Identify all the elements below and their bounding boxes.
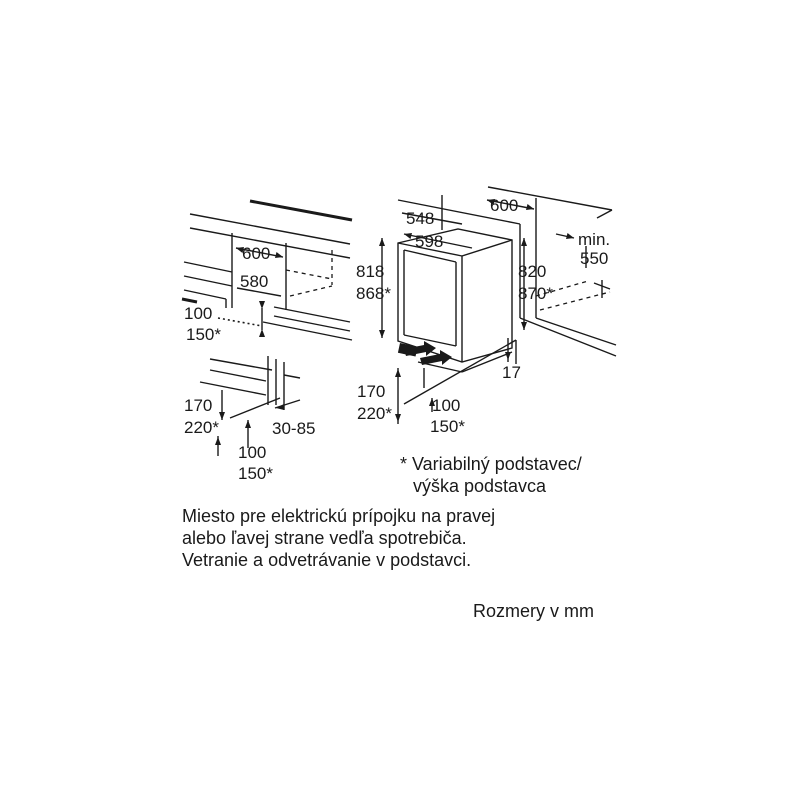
footnote-line-2: výška podstavca xyxy=(413,476,547,496)
right-plinth-vent-label-1: 100 xyxy=(432,396,460,415)
countertop-front-top xyxy=(189,213,351,245)
plinth-detail-right xyxy=(283,374,301,379)
right-appliance-width-label: 598 xyxy=(415,232,443,251)
dim-600-line xyxy=(235,247,284,258)
niche-floor-right xyxy=(535,317,617,346)
footnote-line-1: * Variabilný podstavec/ xyxy=(400,454,582,474)
plinth-depth-leader xyxy=(229,397,281,419)
plinth-front-line xyxy=(417,361,463,373)
air-flow-arrow-out xyxy=(420,350,452,365)
right-offset-label: 17 xyxy=(502,363,521,382)
dim-niche-600-arrow-r xyxy=(526,204,534,210)
left-niche-drawing: 600 580 100 150* xyxy=(181,199,353,483)
dim-600-arrow-left xyxy=(236,247,244,253)
units-note: Rozmery v mm xyxy=(473,601,594,621)
cabinet-left-low xyxy=(183,289,227,300)
dim-niche-600-line xyxy=(486,199,535,210)
niche-back-top xyxy=(285,269,333,280)
left-plinth-depth-label: 30-85 xyxy=(272,419,315,438)
niche-back-diag xyxy=(535,280,589,297)
dim-niche-height-arrow-top xyxy=(521,238,527,246)
dim-niche-height-arrow-bottom xyxy=(521,322,527,330)
plinth-detail-upper xyxy=(209,369,267,382)
plinth-vent-arrow-top xyxy=(259,301,265,309)
right-min-depth-label-2: 550 xyxy=(580,249,608,268)
left-niche-width-inner-label: 580 xyxy=(240,272,268,291)
dim-plinth-height-arrow-top xyxy=(395,369,401,377)
countertop-edge xyxy=(249,199,353,222)
appliance-door-top xyxy=(403,249,457,263)
right-niche-width-label: 600 xyxy=(490,196,518,215)
dim-appliance-height-arrow-top xyxy=(379,238,385,246)
dim-plinth-leader xyxy=(403,339,517,405)
right-niche-height-label-2: 870* xyxy=(518,284,553,303)
air-flow-arrow-in xyxy=(404,341,436,356)
left-plinth-opening-label-1: 100 xyxy=(184,304,212,323)
plinth-detail-lower xyxy=(199,381,267,396)
left-plinth-height-label-2: 220* xyxy=(184,418,219,437)
dim-plinth-height-arrow-bottom xyxy=(395,414,401,422)
dim-548-line xyxy=(401,212,463,225)
dim-offset-arrow xyxy=(505,352,511,360)
right-appliance-depth-label: 548 xyxy=(406,209,434,228)
dim-580-line xyxy=(236,287,282,297)
dim-niche-600-arrow-l xyxy=(487,199,495,205)
description-line-1: Miesto pre elektrickú prípojku na pravej xyxy=(182,506,496,526)
countertop-front-bottom xyxy=(189,227,351,259)
right-min-depth-label-1: min. xyxy=(578,230,610,249)
left-plinth-height-label-1: 170 xyxy=(184,396,212,415)
cabinet-right-top xyxy=(273,306,351,323)
plinth-height-arrow xyxy=(219,412,225,420)
dim-min-depth-arrow xyxy=(566,233,574,239)
plinth-vent-arrow-bottom xyxy=(259,329,265,337)
niche-back-bottom xyxy=(289,285,333,297)
right-appliance-height-label-1: 818 xyxy=(356,262,384,281)
appliance-top-side xyxy=(461,239,513,257)
cabinet-right-bottom xyxy=(273,315,351,332)
right-niche-height-label-1: 820 xyxy=(518,262,546,281)
niche-floor-front xyxy=(519,317,617,357)
plinth-depth-arrow xyxy=(276,404,284,410)
right-plinth-vent-label-2: 150* xyxy=(430,417,465,436)
dim-appliance-height-arrow-bottom xyxy=(379,330,385,338)
dim-600-arrow-right xyxy=(275,252,283,258)
appliance-top-front xyxy=(397,242,463,257)
plinth-detail-top xyxy=(209,358,273,371)
niche-top-rear xyxy=(487,186,613,211)
right-appliance-drawing: 600 548 598 xyxy=(356,186,617,436)
plinth-side-line xyxy=(461,351,513,373)
plinth-bottom-arrow xyxy=(245,420,251,428)
appliance-outline xyxy=(397,228,513,363)
plinth-floor-arrow xyxy=(215,437,221,445)
right-appliance-height-label-2: 868* xyxy=(356,284,391,303)
left-plinth-opening-label-2: 150* xyxy=(186,325,221,344)
right-plinth-height-label-2: 220* xyxy=(357,404,392,423)
left-plinth-bottom-label-1: 100 xyxy=(238,443,266,462)
left-niche-width-top-label: 600 xyxy=(242,244,270,263)
plinth-right-line xyxy=(262,321,353,341)
cabinet-left-mid xyxy=(183,275,233,287)
plinth-left-edge xyxy=(181,297,198,304)
niche-top-back xyxy=(397,199,521,225)
right-plinth-height-label-1: 170 xyxy=(357,382,385,401)
dim-598-line xyxy=(403,233,473,249)
left-plinth-bottom-label-2: 150* xyxy=(238,464,273,483)
description-line-3: Vetranie a odvetrávanie v podstavci. xyxy=(182,550,472,570)
description-line-2: alebo ľavej strane vedľa spotrebiča. xyxy=(182,528,467,548)
appliance-door-bottom xyxy=(403,334,457,347)
dim-plinth-vent-arrow xyxy=(429,398,435,406)
dim-598-arrow xyxy=(404,233,412,239)
plinth-vent-dots xyxy=(217,317,263,327)
cabinet-left-top xyxy=(183,261,233,273)
niche-top-corner xyxy=(596,209,613,219)
